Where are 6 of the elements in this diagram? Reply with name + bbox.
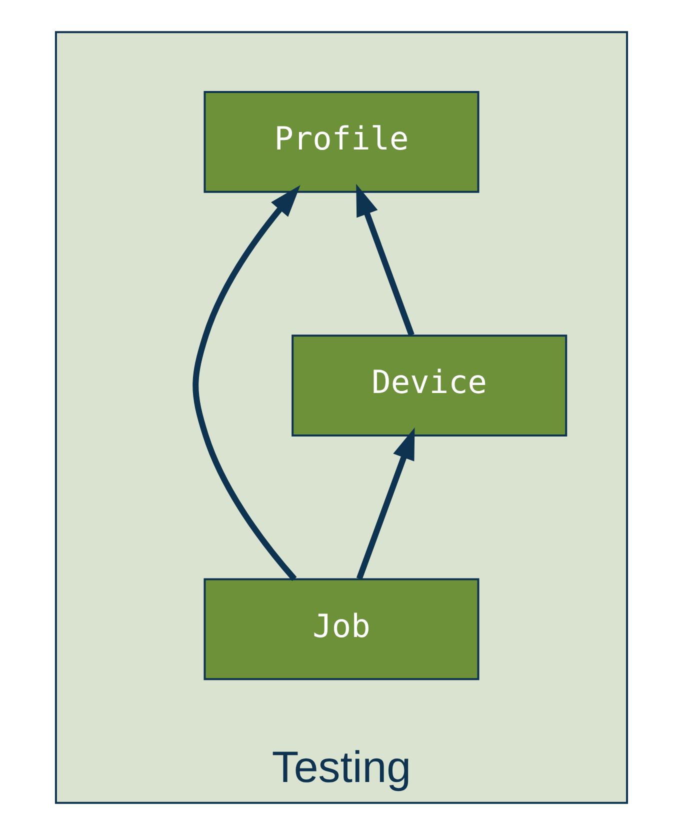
arrow [192, 185, 300, 581]
arrow [356, 184, 414, 336]
node-box: Profile [203, 91, 479, 193]
node-box: Job [203, 578, 479, 680]
node-box: Device [291, 334, 567, 436]
arrow [356, 427, 414, 580]
